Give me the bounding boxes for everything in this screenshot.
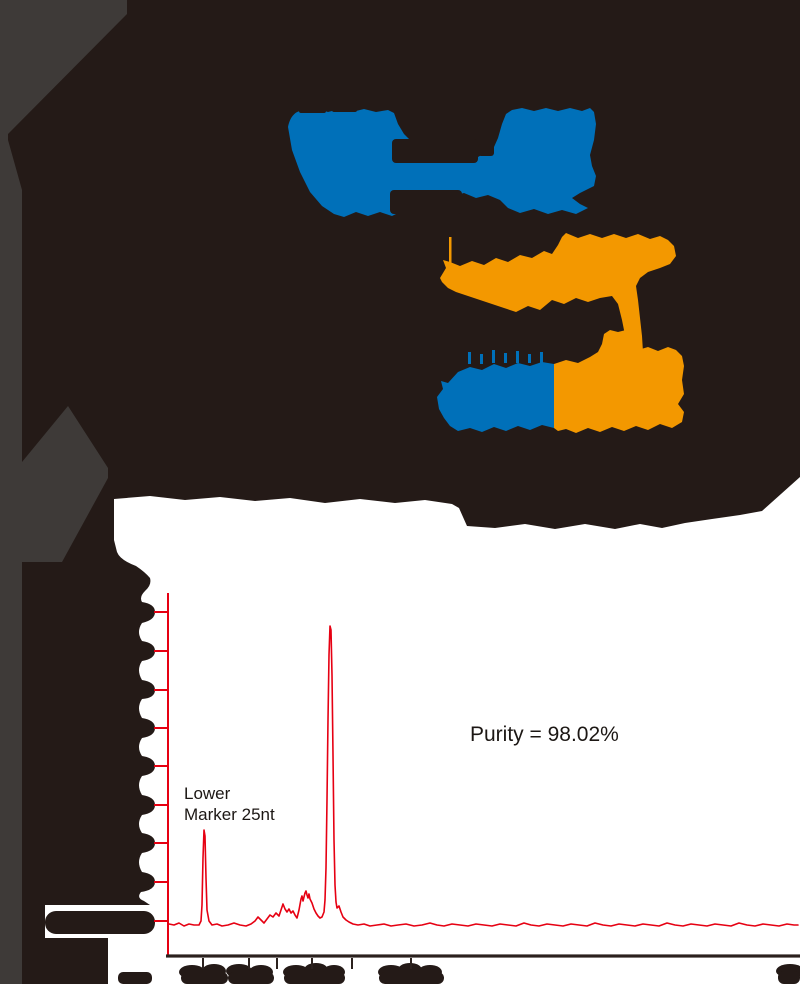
- gray-backdrop-shapes: [0, 0, 127, 984]
- x-axis-label-blob-group-5: [776, 964, 800, 984]
- blue-fragment-text-cutouts: [299, 98, 494, 214]
- electropherogram-chart: [154, 593, 800, 969]
- x-axis-ticks: [202, 958, 412, 969]
- y-axis-zero-label-blob: [45, 911, 155, 934]
- electropherogram-panel: [45, 477, 800, 984]
- x-axis-line: [166, 954, 800, 958]
- y-axis-ticks: [154, 611, 168, 922]
- orange-fragment-leader-line: [449, 237, 452, 268]
- gray-top-left-triangle: [0, 0, 127, 134]
- lower-marker-line1: Lower: [184, 784, 231, 803]
- gray-left-column: [0, 134, 22, 984]
- label-remnant-blobs: [45, 911, 800, 984]
- rna-diagram: [288, 98, 684, 433]
- lower-marker-line2: Marker 25nt: [184, 805, 275, 825]
- lower-marker-annotation: Lower Marker 25nt: [184, 783, 275, 826]
- x-axis-label-blob-group-3: [283, 963, 345, 984]
- purity-annotation: Purity = 98.02%: [470, 723, 619, 746]
- corner-label-blob: [118, 972, 152, 984]
- ligated-rna-orange-half: [554, 330, 684, 433]
- ligated-rna-blue-half: [437, 362, 554, 432]
- x-axis-label-blob-group-4: [378, 963, 444, 984]
- x-axis-label-blob-group-1: [179, 964, 228, 984]
- electropherogram-trace: [168, 625, 799, 927]
- x-axis-label-blob-group-2: [226, 964, 274, 984]
- ligated-blue-fringe-ticks: [468, 350, 543, 364]
- gray-left-chevron: [22, 406, 108, 562]
- orange-rna-fragment: [440, 233, 676, 358]
